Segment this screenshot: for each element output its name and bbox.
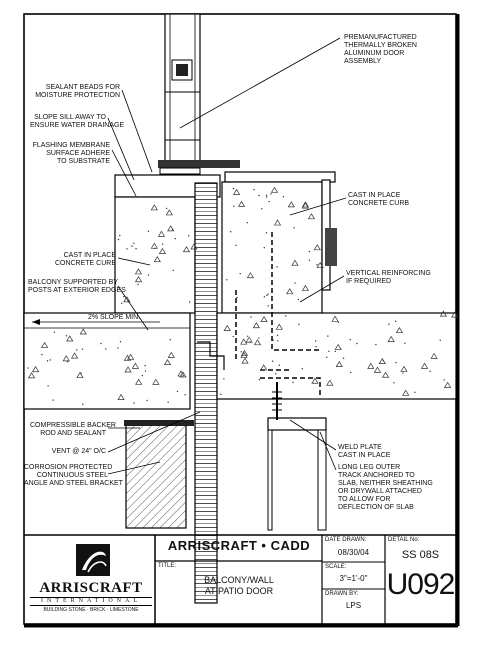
label-curb-right: CAST IN PLACE CONCRETE CURB xyxy=(348,192,409,208)
label-curb-left: CAST IN PLACE CONCRETE CURB xyxy=(30,252,116,268)
door-assembly xyxy=(158,13,240,175)
logo-tagline: BUILDING STONE · BRICK · LIMESTONE xyxy=(43,607,139,613)
label-weld-plate: WELD PLATE CAST IN PLACE xyxy=(338,444,390,460)
label-line: FLASHING MEMBRANE xyxy=(32,142,110,149)
concrete-curb-right xyxy=(221,181,323,314)
label-line: ENSURE WATER DRAINAGE xyxy=(30,122,125,129)
title-label: TITLE: xyxy=(158,563,177,569)
label-line: THERMALLY BROKEN xyxy=(344,42,417,49)
leader-lines xyxy=(107,37,347,475)
label-line: LONG LEG OUTER xyxy=(338,464,401,471)
anchor-bolt xyxy=(272,382,282,420)
floor-slab xyxy=(216,312,457,400)
label-line: CAST IN PLACE xyxy=(338,452,391,459)
label-line: CORROSION PROTECTED xyxy=(24,464,113,471)
label-slope-min: 2% SLOPE MIN. xyxy=(88,314,141,321)
label-line: SLOPE SILL AWAY TO xyxy=(34,114,106,121)
balcony-slab xyxy=(23,312,191,410)
label-backer-rod: COMPRESSIBLE BACKER ROD AND SEALANT xyxy=(30,422,116,438)
date-value: 08/30/04 xyxy=(337,548,370,557)
detail-number: U092 xyxy=(386,568,456,601)
label-line: POSTS AT EXTERIOR EDGES xyxy=(28,287,126,294)
label-line: CONCRETE CURB xyxy=(348,200,410,207)
label-line: SEALANT BEADS FOR xyxy=(45,84,120,91)
logo-name: ARRISCRAFT xyxy=(39,580,143,596)
concrete-aggregate xyxy=(27,186,459,406)
label-corrosion-protected: CORROSION PROTECTED CONTINUOUS STEEL ANG… xyxy=(24,464,123,488)
label-vent: VENT @ 24" O/C xyxy=(51,448,106,455)
label-line: ROD AND SEALANT xyxy=(40,430,106,437)
label-line: ALUMINUM DOOR xyxy=(344,50,405,57)
label-line: MOISTURE PROTECTION xyxy=(35,92,120,99)
label-line: CAST IN PLACE xyxy=(348,192,401,199)
label-line: CONCRETE CURB xyxy=(54,260,116,267)
label-flashing-membrane: FLASHING MEMBRANE SURFACE ADHERE TO SUBS… xyxy=(30,142,110,166)
label-line: SURFACE ADHERE xyxy=(46,150,110,157)
label-line: TO ALLOW FOR xyxy=(338,496,391,503)
label-line: WELD PLATE xyxy=(338,444,382,451)
label-line: ANGLE AND STEEL BRACKET xyxy=(24,480,123,487)
stone-trim xyxy=(321,179,337,291)
drawing-title: BALCONY/WALL AT PATIO DOOR xyxy=(158,575,320,597)
label-vertical-reinforcing: VERTICAL REINFORCING IF REQUIRED xyxy=(346,270,431,286)
label-line: VERTICAL REINFORCING xyxy=(346,270,431,277)
label-long-leg-track: LONG LEG OUTER TRACK ANCHORED TO SLAB, N… xyxy=(338,464,433,512)
label-line: BALCONY SUPPORTED BY xyxy=(28,279,118,286)
outer-track xyxy=(267,417,327,431)
concrete-curb-left xyxy=(114,196,196,314)
label-sealant-beads: SEALANT BEADS FOR MOISTURE PROTECTION xyxy=(30,84,120,100)
company-header: ARRISCRAFT • CADD xyxy=(167,538,311,553)
detail-label: DETAIL No: xyxy=(388,537,420,543)
label-line: OR DRYWALL ATTACHED xyxy=(338,488,422,495)
label-line: IF REQUIRED xyxy=(346,278,392,285)
label-balcony-posts: BALCONY SUPPORTED BY POSTS AT EXTERIOR E… xyxy=(28,279,126,295)
scale-label: SCALE: xyxy=(325,564,347,570)
drawn-value: LPS xyxy=(345,601,362,610)
scale-value: 3"=1'-0" xyxy=(339,574,368,583)
label-line: DEFLECTION OF SLAB xyxy=(338,504,414,511)
label-line: ASSEMBLY xyxy=(344,58,382,65)
steel-angle-hatch xyxy=(125,423,187,529)
title-block xyxy=(24,534,456,624)
detail-code: SS 08S xyxy=(401,549,440,561)
arriscraft-logo-mark xyxy=(76,544,110,576)
title-line-2: AT PATIO DOOR xyxy=(204,586,274,596)
label-slope-sill: SLOPE SILL AWAY TO ENSURE WATER DRAINAGE xyxy=(30,114,125,130)
drawn-label: DRAWN BY: xyxy=(325,591,359,597)
label-line: SLAB, NEITHER SHEATHING xyxy=(338,480,433,487)
label-line: TRACK ANCHORED TO xyxy=(338,472,415,479)
date-label: DATE DRAWN: xyxy=(325,537,367,543)
flashing-path xyxy=(197,341,225,370)
logo-subtitle: INTERNATIONAL xyxy=(30,597,152,606)
label-line: CAST IN PLACE xyxy=(63,252,116,259)
label-line: CONTINUOUS STEEL xyxy=(36,472,108,479)
title-line-1: BALCONY/WALL xyxy=(204,575,274,585)
label-door-assembly: PREMANUFACTURED THERMALLY BROKEN ALUMINU… xyxy=(344,34,417,66)
label-line: PREMANUFACTURED xyxy=(344,34,417,41)
label-line: COMPRESSIBLE BACKER xyxy=(30,422,116,429)
label-line: TO SUBSTRATE xyxy=(56,158,110,165)
